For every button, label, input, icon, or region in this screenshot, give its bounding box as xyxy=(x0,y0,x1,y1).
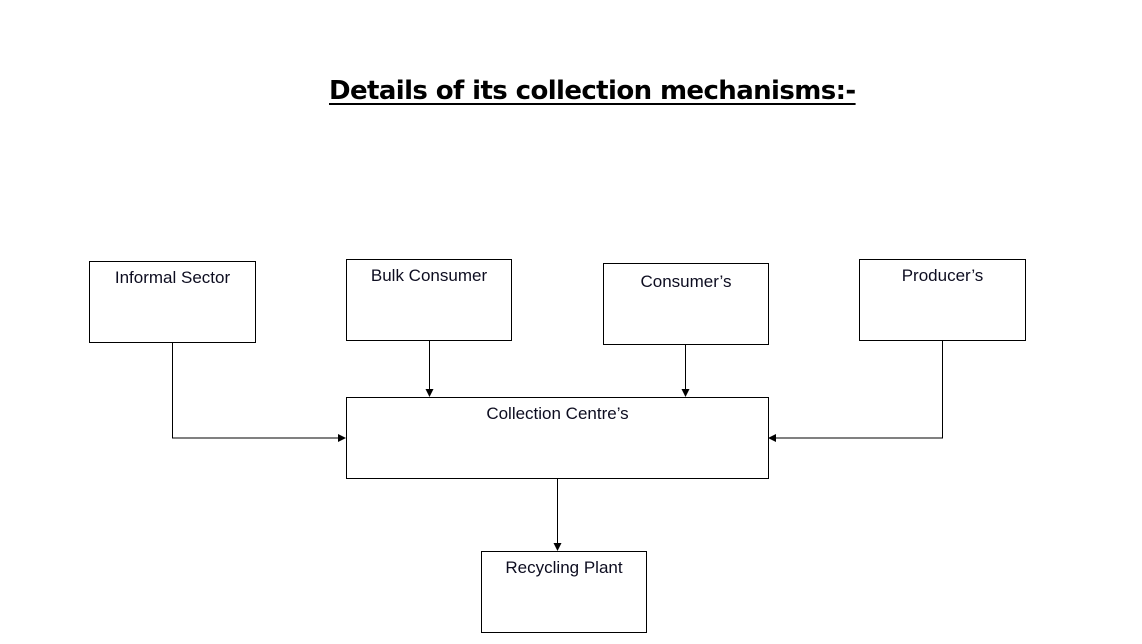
page-title: Details of its collection mechanisms:- xyxy=(329,76,856,106)
edge-producers-to-collection xyxy=(768,340,943,442)
node-label: Informal Sector xyxy=(114,268,231,287)
node-label: Bulk Consumer xyxy=(370,266,488,285)
node-bulk-consumer: Bulk Consumer xyxy=(346,259,512,341)
node-collection-centres: Collection Centre’s xyxy=(346,397,769,479)
node-label: Producer’s xyxy=(901,266,984,285)
edge-informal-to-collection xyxy=(172,342,346,442)
node-consumers: Consumer’s xyxy=(603,263,769,345)
node-recycling-plant: Recycling Plant xyxy=(481,551,647,633)
node-label: Consumer’s xyxy=(640,272,732,291)
node-label: Collection Centre’s xyxy=(486,404,629,423)
node-informal-sector: Informal Sector xyxy=(89,261,256,343)
node-label: Recycling Plant xyxy=(505,558,623,577)
node-producers: Producer’s xyxy=(859,259,1026,341)
